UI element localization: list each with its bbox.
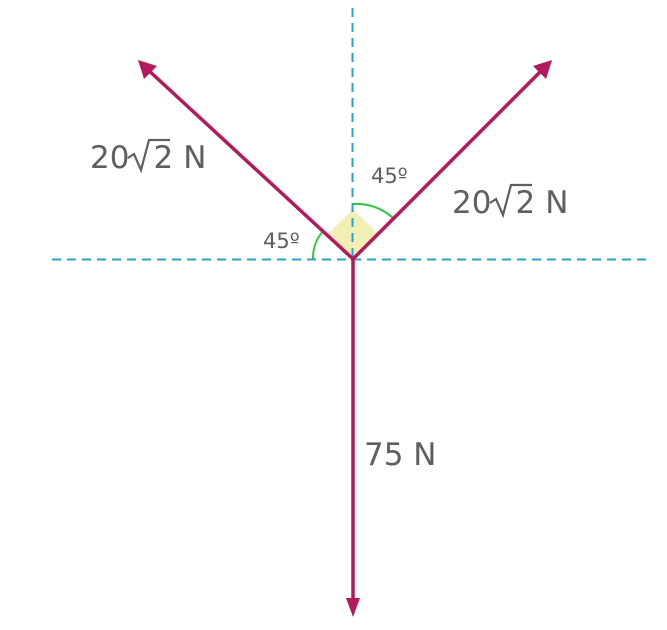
radical-sign-right bbox=[489, 183, 532, 219]
force-label-right-radicand: 2 bbox=[515, 185, 535, 221]
force-arrow-right bbox=[351, 66, 546, 261]
force-label-left-unit: N bbox=[183, 140, 206, 176]
arrowhead-down bbox=[346, 598, 360, 617]
angle-label-top: 45º bbox=[371, 164, 408, 188]
angle-arc-left bbox=[311, 229, 325, 260]
arrowhead-right bbox=[533, 60, 552, 79]
angle-label-left: 45º bbox=[263, 229, 300, 253]
force-label-left-value: 20 bbox=[90, 140, 129, 176]
force-label-right-unit: N bbox=[545, 185, 568, 221]
force-label-left-radicand: 2 bbox=[153, 140, 173, 176]
arrowhead-left bbox=[138, 60, 157, 79]
force-label-down: 75 N bbox=[364, 437, 437, 473]
angle-arc-top bbox=[352, 202, 394, 219]
force-label-right-value: 20 bbox=[452, 185, 491, 221]
radical-sign-left bbox=[127, 138, 170, 174]
force-arrow-left bbox=[144, 66, 355, 261]
